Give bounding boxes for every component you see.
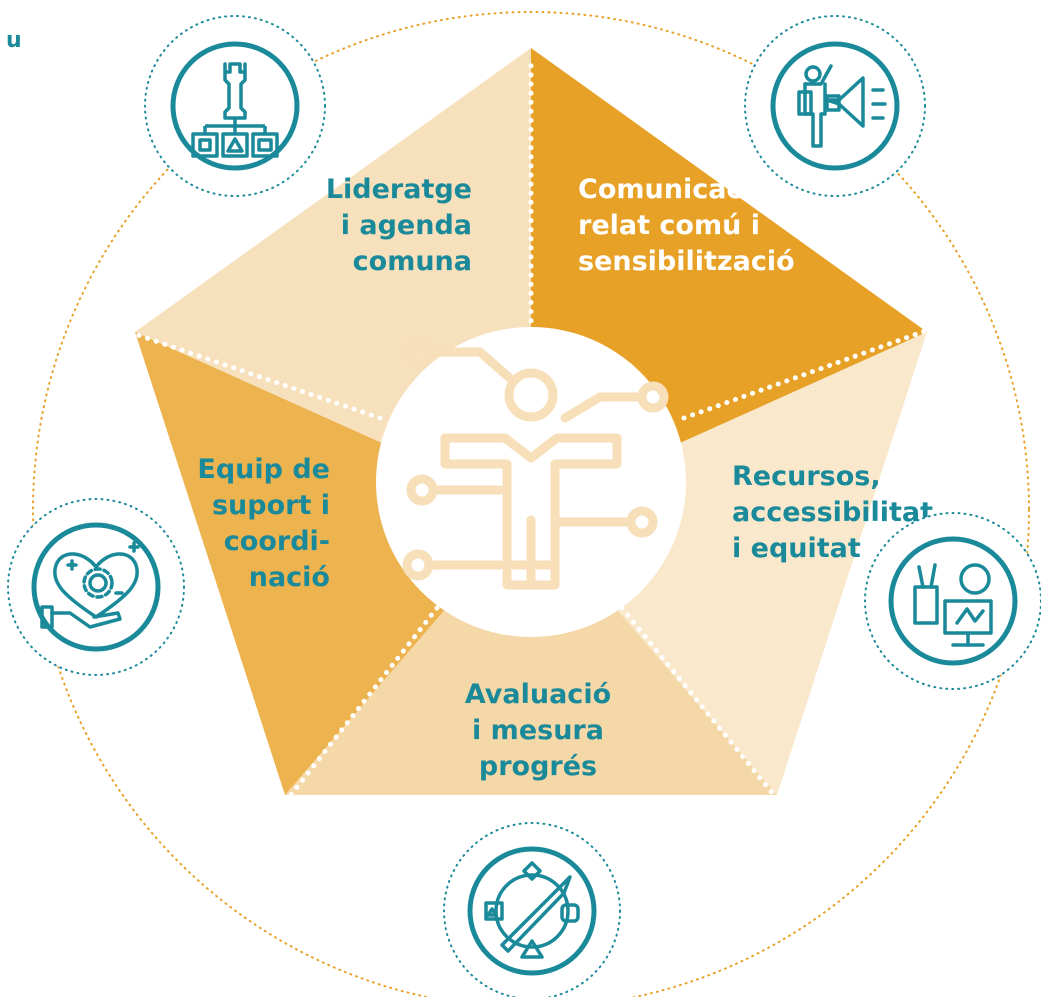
segment-label-line: i equitat [732, 533, 861, 564]
segment-label-line: comuna [353, 246, 472, 277]
segment-label-line: i agenda [341, 210, 472, 241]
desk-monitor-supplies-icon [864, 512, 1041, 690]
heart-gear-hand-icon [7, 498, 185, 676]
segment-label-equip: Equip de suport i coordi-nació [197, 454, 330, 593]
segment-label-line: Equip de [197, 454, 330, 485]
segment-label-line: Recursos, [732, 461, 881, 492]
outer-dotted-ring [32, 11, 1030, 1001]
segment-label-line: sensibilització [578, 246, 795, 277]
segment-label-line: suport i [212, 490, 330, 521]
presenter-megaphone-icon [744, 15, 926, 197]
segment-label-comunicacio: Comunicació, relat comú i sensibilització [578, 174, 795, 277]
segment-label-line: coordi- [224, 526, 330, 557]
segment-label-line: accessibilitat [732, 497, 933, 528]
segment-label-line: Comunicació, [578, 174, 781, 205]
segment-equip [135, 332, 531, 795]
segment-label-line: relat comú i [578, 210, 760, 241]
segment-label-line: progrés [479, 751, 597, 782]
chess-rook-org-chart-icon [144, 15, 326, 197]
segment-recursos [531, 332, 927, 795]
segment-avaluacio [285, 510, 777, 795]
segment-label-line: Avaluació [465, 679, 611, 710]
segment-label-line: i mesura [472, 715, 604, 746]
segment-labels: Lideratge i agenda comuna Comunicació, relat… [197, 174, 933, 782]
pencil-shapes-icon [443, 822, 621, 1000]
person-network-icon [402, 336, 669, 590]
segment-label-line: Lideratge [326, 174, 472, 205]
icon-bubbles [7, 15, 1041, 1000]
corner-mark: u [6, 28, 22, 53]
segment-label-avaluacio: Avaluació i mesura progrés [465, 679, 611, 782]
segment-label-recursos: Recursos, accessibilitat i equitat [732, 461, 933, 564]
center-disk [376, 327, 686, 637]
segment-dividers [132, 55, 928, 803]
segment-label-line: nació [249, 562, 330, 593]
segment-label-lideratge: Lideratge i agenda comuna [326, 174, 472, 277]
